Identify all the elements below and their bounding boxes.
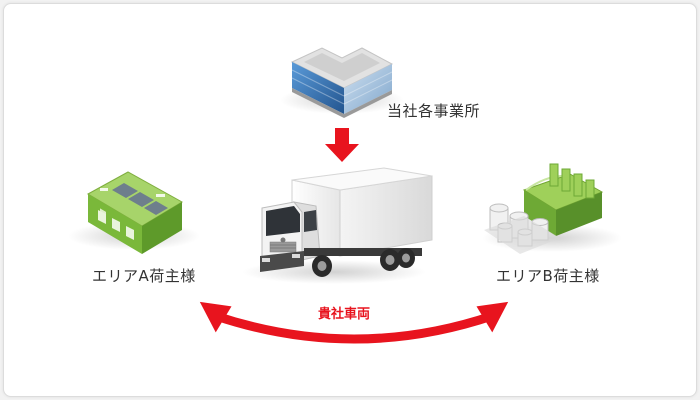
vehicle-label: 貴社車両	[318, 307, 371, 322]
factory-b-icon	[482, 163, 622, 254]
down-arrow-icon	[325, 128, 359, 162]
office-label: 当社各事業所	[387, 102, 481, 120]
truck-icon	[242, 167, 433, 284]
diagram-frame: 当社各事業所 エリアA荷主様 エリアB荷主様 貴社車両	[3, 3, 697, 397]
shipper-b-label: エリアB荷主様	[496, 267, 600, 285]
round-trip-arrow-icon	[199, 301, 509, 344]
diagram-artwork	[68, 47, 622, 344]
office-building-icon	[280, 47, 404, 118]
warehouse-a-icon	[68, 171, 200, 254]
shipper-a-label: エリアA荷主様	[92, 267, 196, 285]
